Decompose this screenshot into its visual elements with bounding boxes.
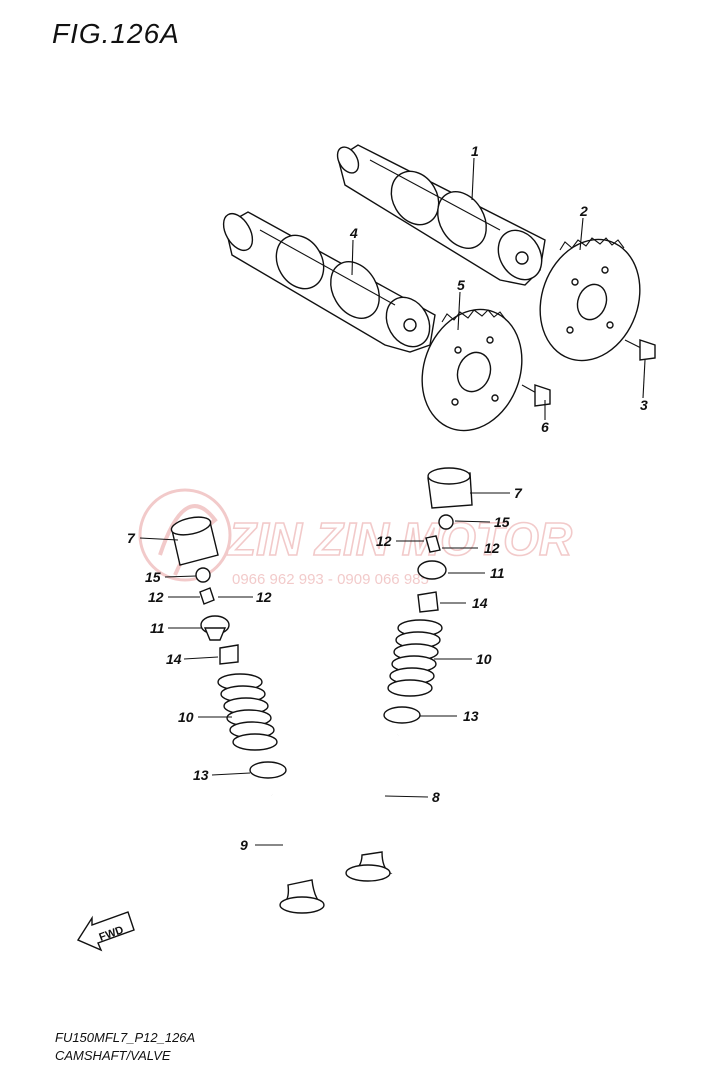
spring-10-left [217, 673, 278, 751]
callout-15-right: 15 [494, 514, 510, 530]
valve-train-left [170, 516, 325, 914]
camshaft-4 [222, 211, 436, 353]
watermark-brand: ZIN ZIN MOTOR [226, 513, 572, 565]
callout-7-right: 7 [514, 485, 523, 501]
callout-11-right: 11 [490, 565, 505, 581]
callout-4: 4 [349, 225, 358, 241]
shim-15-left [195, 567, 211, 583]
leader-lines [139, 157, 646, 846]
callout-12-left-a: 12 [148, 589, 164, 605]
callout-6: 6 [541, 419, 549, 435]
callout-13-left: 13 [193, 767, 209, 783]
callout-12-right-a: 12 [376, 533, 392, 549]
cotter-12-right [425, 535, 441, 553]
shim-15-right [438, 514, 454, 530]
seal-14-left [219, 644, 239, 665]
retainer-11-right [417, 560, 447, 580]
spring-seat-13-left [249, 761, 287, 779]
callout-11-left: 11 [150, 620, 165, 636]
figure-name: CAMSHAFT/VALVE [55, 1048, 171, 1063]
bolt-6 [521, 384, 551, 407]
callout-5: 5 [457, 277, 465, 293]
callout-8: 8 [432, 789, 440, 805]
bolt-3 [624, 339, 656, 361]
valve-9-intake [270, 794, 325, 914]
cam-sprocket-2 [539, 237, 641, 362]
callout-10-left: 10 [178, 709, 194, 725]
callout-15-left: 15 [145, 569, 161, 585]
valve-train-right [345, 467, 473, 882]
watermark-phone: 0966 962 993 - 0909 066 985 [232, 571, 429, 588]
seal-14-right [417, 591, 439, 613]
callout-12-right-b: 12 [484, 540, 500, 556]
spring-seat-13-right [383, 706, 421, 724]
cam-sprocket-5 [421, 308, 523, 432]
callout-14-left: 14 [166, 651, 182, 667]
cotter-12-left [199, 587, 215, 605]
callout-2: 2 [579, 203, 588, 219]
fwd-arrow-icon: FWD [76, 911, 135, 952]
callout-14-right: 14 [472, 595, 488, 611]
spring-10-right [387, 619, 443, 697]
callouts: 1 2 3 4 5 6 7 7 15 12 12 11 14 10 13 9 1… [127, 143, 648, 853]
callout-7-left: 7 [127, 530, 136, 546]
figure-code: FU150MFL7_P12_126A [55, 1030, 196, 1045]
callout-1: 1 [471, 143, 479, 159]
callout-12-left-b: 12 [256, 589, 272, 605]
camshaft-1 [336, 144, 546, 286]
callout-13-right: 13 [463, 708, 479, 724]
callout-3: 3 [640, 397, 648, 413]
figure-title: FIG.126A [52, 18, 180, 49]
valve-8-exhaust [345, 734, 400, 882]
callout-10-right: 10 [476, 651, 492, 667]
callout-9: 9 [240, 837, 248, 853]
